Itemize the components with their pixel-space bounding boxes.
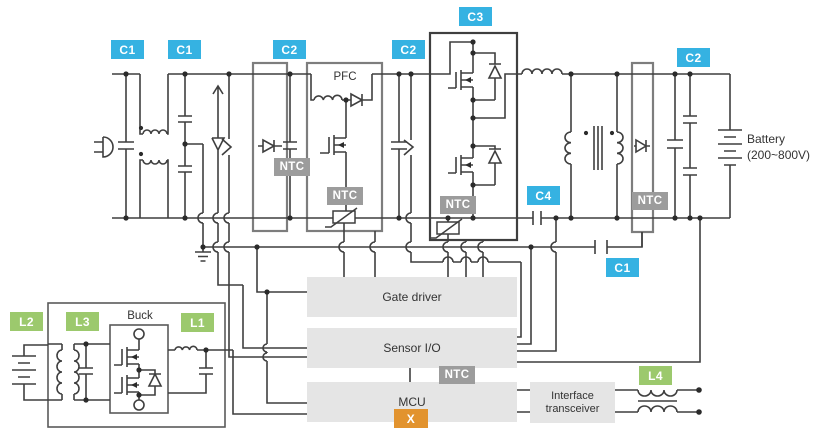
gate-driver-block: Gate driver: [307, 277, 517, 317]
buck-label: Buck: [124, 310, 156, 322]
badge-c3-llc: C3: [459, 7, 492, 26]
buck-bottom-terminal: [133, 399, 145, 411]
interface-transceiver-block: Interface transceiver: [530, 382, 615, 423]
gate-driver-label: Gate driver: [382, 289, 442, 304]
badge-c4-resonant: C4: [527, 186, 560, 205]
thermistors: [325, 207, 463, 239]
badge-c1-xcap: C1: [111, 40, 144, 59]
pfc-label: PFC: [333, 71, 357, 83]
badge-l3: L3: [66, 312, 99, 331]
badge-ntc-pfc: NTC: [327, 187, 363, 205]
output-caps: [667, 74, 697, 218]
bridge-diode-icon: [258, 138, 282, 154]
control-wiring-left: [256, 247, 307, 404]
dc-link-caps: [283, 74, 407, 218]
sense-bundle-right: [517, 218, 701, 363]
buck-top-terminal: [133, 328, 145, 340]
battery-icon: [718, 74, 742, 218]
interface-label-line2: transceiver: [545, 402, 600, 415]
cm-choke: [139, 74, 169, 218]
ac-plug-icon: [94, 136, 114, 158]
voltage-sense-probe: [211, 84, 307, 349]
badge-c2-output: C2: [677, 48, 710, 67]
lv-choke: [48, 343, 110, 401]
pfc-thermistor-arrow: [325, 207, 358, 228]
lv-battery-icon: [12, 344, 48, 401]
badge-l4: L4: [639, 366, 672, 385]
badge-x-mcu: X: [394, 409, 428, 428]
mcu-label: MCU: [398, 394, 426, 409]
badge-l1: L1: [181, 313, 214, 332]
gate-driver-stems: [338, 223, 484, 277]
junction-dots: [83, 39, 703, 415]
series-cap-pair: [178, 74, 204, 252]
wires: [12, 41, 742, 415]
badge-c2-dclink2: C2: [392, 40, 425, 59]
badge-ntc-bridge: NTC: [274, 158, 310, 176]
battery-label-line2: (200~800V): [747, 148, 811, 162]
battery-label-line1: Battery: [747, 132, 786, 146]
llc-thermistor-arrow: [430, 218, 463, 239]
sensor-io-label: Sensor I/O: [383, 340, 441, 355]
ground-bus: [203, 232, 643, 254]
badge-c1-ycap: C1: [606, 258, 639, 277]
l1-output-filter: [168, 345, 307, 415]
pfc-current-sense: [403, 74, 522, 338]
resonant-inductor: [521, 68, 563, 75]
badge-ntc-mcu: NTC: [439, 366, 475, 384]
badge-ntc-rectifier: NTC: [632, 192, 668, 210]
sensor-io-block: Sensor I/O: [307, 328, 517, 368]
ground-icon: [195, 251, 211, 262]
current-sense-line: [221, 74, 307, 358]
interface-label-line1: Interface: [551, 389, 594, 402]
lv-dcdc-outline: [47, 302, 226, 428]
c4-resonant-cap: [532, 211, 542, 225]
badge-ntc-llc: NTC: [440, 196, 476, 214]
mosfet-arrows: [131, 77, 471, 388]
badge-c1-filter: C1: [168, 40, 201, 59]
badge-c2-dclink1: C2: [273, 40, 306, 59]
main-transformer: [564, 74, 624, 218]
badge-l2: L2: [10, 312, 43, 331]
x-capacitor: [118, 74, 134, 218]
battery-label: Battery (200~800V): [747, 131, 810, 163]
interface-wiring: [517, 389, 699, 413]
input-bridge-rectifier-block: [251, 61, 289, 233]
pfc-block: [305, 61, 384, 233]
output-diode-icon: [634, 138, 650, 247]
